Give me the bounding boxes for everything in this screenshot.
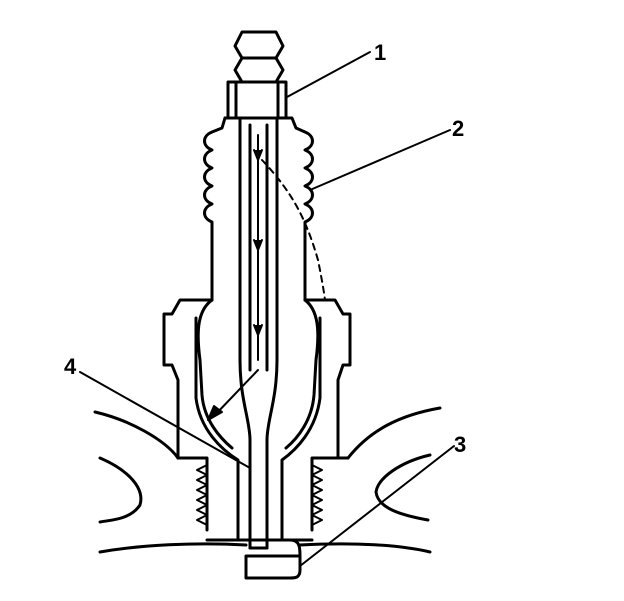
insulator: [203, 116, 314, 302]
callout-3: 3: [454, 432, 466, 457]
current-arrow-2: [253, 239, 263, 251]
flashover-dashed-path: [261, 159, 326, 301]
current-path: [207, 134, 326, 421]
current-arrow-1: [253, 149, 263, 161]
leader-lines: [79, 51, 455, 567]
callout-4: 4: [64, 354, 77, 379]
leader-1: [286, 51, 371, 98]
leader-4: [79, 371, 251, 469]
head-contour-upper-right: [346, 406, 442, 460]
head-contour-upper-left: [93, 410, 180, 460]
ground-electrode: [244, 538, 302, 580]
flashover-arrowhead: [207, 405, 223, 421]
head-port-right: [374, 453, 432, 522]
callout-2: 2: [452, 116, 464, 141]
combustion-chamber-surface: [98, 542, 432, 554]
threads: [196, 464, 323, 526]
terminal-nut: [226, 30, 288, 120]
head-threaded-bore-left: [176, 456, 209, 532]
shell: [162, 298, 352, 542]
leader-3: [299, 445, 455, 567]
cylinder-head: [93, 406, 442, 554]
current-arrow-3: [253, 324, 263, 336]
callout-1: 1: [374, 40, 386, 65]
flashover-arrow-line: [213, 369, 259, 417]
center-electrode: [238, 116, 279, 550]
leader-2: [309, 129, 451, 191]
head-port-left: [98, 456, 143, 524]
